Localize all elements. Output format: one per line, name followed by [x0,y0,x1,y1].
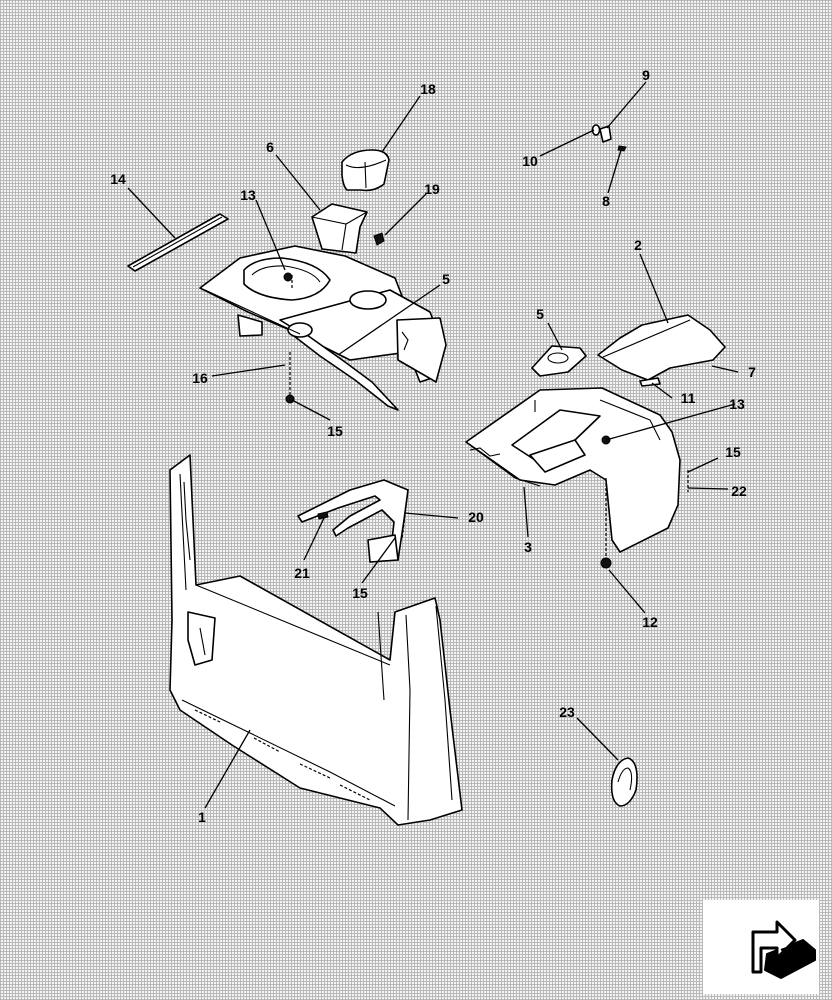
callout-15-right: 15 [725,444,741,460]
callout-13-left: 13 [240,187,256,203]
callout-16: 16 [192,370,208,386]
callout-15-lower: 15 [352,585,368,601]
callout-6: 6 [266,139,274,155]
callout-20: 20 [468,509,484,525]
callout-3: 3 [524,539,532,555]
callout-14: 14 [110,171,126,187]
callout-1: 1 [198,809,206,825]
leader-lines [127,81,739,809]
callout-5-left: 5 [442,271,450,287]
part-18-cup-holder [341,149,390,192]
part-20-frame [297,479,409,563]
callout-18: 18 [420,81,436,97]
part-21-fastener [317,511,329,520]
part-6-storage-tray [311,203,368,254]
callout-11: 11 [681,390,696,406]
callout-7: 7 [748,364,756,380]
upper-console-left [199,245,447,411]
next-page-arrow-icon [751,920,816,979]
next-page-button[interactable] [703,900,819,994]
callout-22: 22 [731,483,747,499]
part-5-cup-insert [531,345,587,377]
callout-21: 21 [294,565,310,581]
part-3-right-console [465,387,681,553]
part-19-clip [373,232,385,246]
callout-8: 8 [602,193,610,209]
callout-5-right: 5 [536,306,544,322]
callout-2: 2 [634,237,642,253]
callout-9: 9 [642,67,650,83]
part-8-screw [617,145,627,152]
part-14-trim-strip [127,213,229,272]
callout-13-right: 13 [729,396,745,412]
callout-labels: 1 2 3 5 5 6 7 8 9 10 11 12 13 13 14 15 1… [110,67,756,825]
part-1-lower-panel [169,454,463,826]
part-10-washer [591,124,601,136]
callout-23: 23 [559,704,575,720]
callout-19: 19 [424,181,440,197]
part-23-strap [610,757,638,807]
part-12-fastener [600,557,612,569]
callout-10: 10 [522,153,538,169]
callout-15-upper-left: 15 [327,423,343,439]
part-9-latch [599,125,612,143]
part-2-cover-panel [597,314,726,381]
callout-12: 12 [642,614,658,630]
part-11-bracket [639,377,661,387]
part-15-fastener-upper [285,394,295,404]
